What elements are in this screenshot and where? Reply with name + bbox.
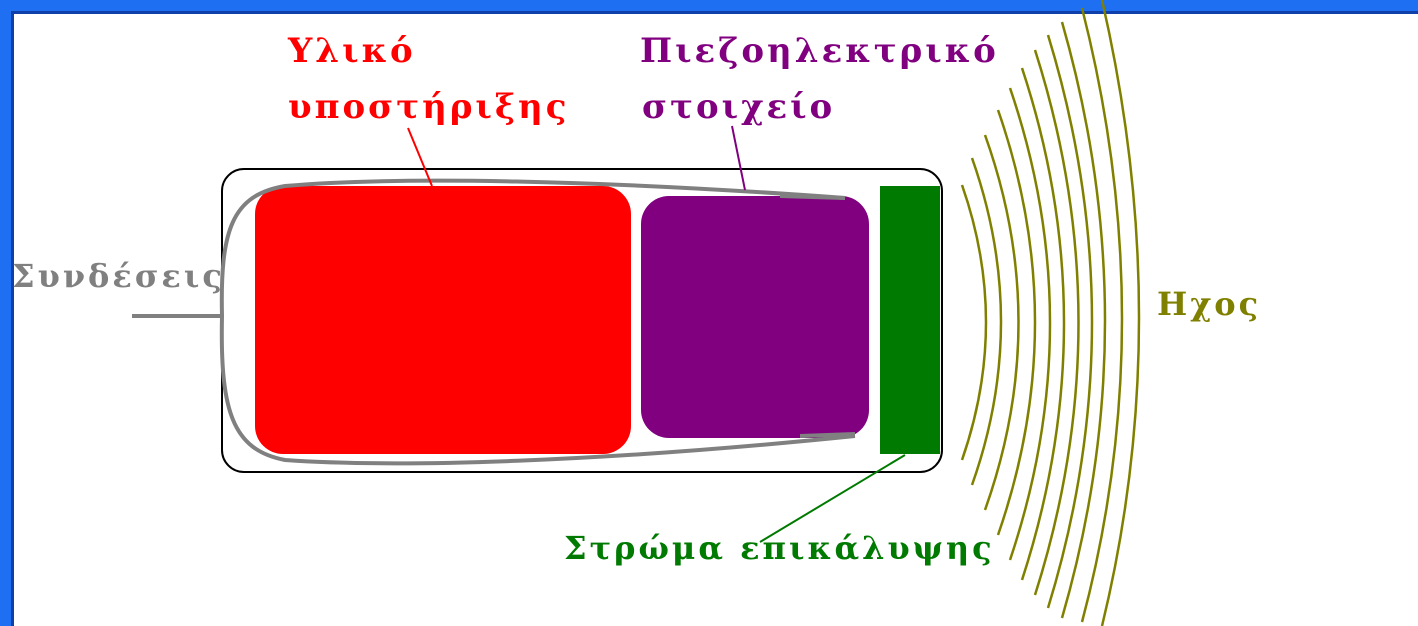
sound-wave-11 — [1100, 0, 1141, 626]
label-connections: Συνδέσεις — [12, 257, 225, 295]
sound-wave-5 — [1008, 87, 1052, 561]
label-piezoelectric-line1: Πιεζοηλεκτρικό — [640, 31, 999, 71]
sound-wave-6 — [1020, 67, 1066, 581]
slide-frame-left — [0, 0, 11, 626]
sound-wave-7 — [1033, 49, 1080, 596]
slide-frame-top — [0, 0, 1418, 11]
backing-material — [255, 186, 631, 454]
sound-wave-9 — [1060, 21, 1107, 619]
coating-layer — [880, 186, 940, 454]
sound-wave-3 — [983, 134, 1020, 511]
label-backing-material-line2: υποστήριξης — [288, 87, 570, 127]
piezoelectric-element — [641, 196, 869, 438]
leader-piezo — [731, 125, 746, 191]
label-sound: Ηχος — [1157, 285, 1262, 323]
label-piezoelectric-line2: στοιχείο — [642, 87, 836, 127]
sound-wave-8 — [1046, 34, 1094, 609]
leader-lines — [407, 125, 906, 543]
slide-frame-left-shadow — [11, 11, 14, 626]
sound-waves — [960, 0, 1141, 626]
leader-coating — [759, 454, 906, 543]
label-backing-material-line1: Υλικό — [288, 31, 416, 71]
sound-wave-10 — [1080, 7, 1124, 623]
sound-wave-1 — [960, 184, 988, 461]
connection-wires — [132, 178, 856, 466]
wire-bottom — [219, 315, 856, 466]
sound-wave-2 — [970, 157, 1003, 486]
leader-backing — [407, 127, 433, 187]
slide-frame-top-shadow — [11, 11, 1418, 14]
label-coating-layer: Στρώμα επικάλυψης — [564, 529, 995, 567]
wire-top-contact — [779, 194, 846, 200]
sound-wave-4 — [996, 109, 1037, 536]
wire-bottom-contact — [799, 432, 856, 438]
wire-top — [219, 178, 846, 317]
